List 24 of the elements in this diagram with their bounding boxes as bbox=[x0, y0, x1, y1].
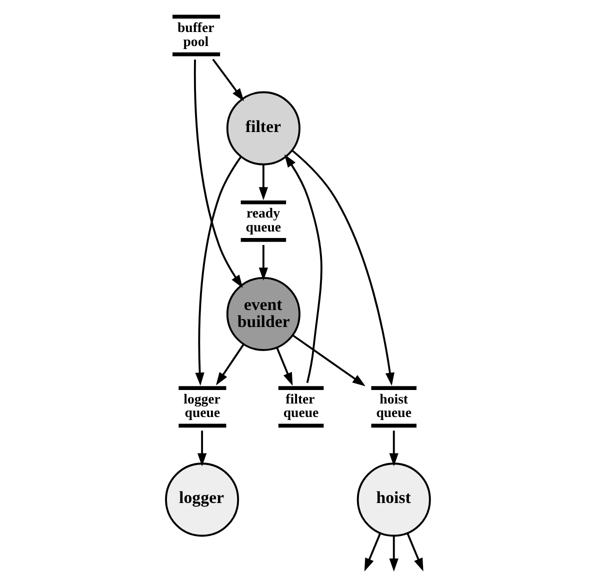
arrow bbox=[193, 60, 242, 288]
arrow bbox=[196, 430, 206, 466]
arrow bbox=[258, 164, 268, 200]
arrow bbox=[406, 532, 423, 572]
node-circle: filter bbox=[226, 91, 300, 166]
arrow bbox=[388, 536, 398, 572]
arrow bbox=[276, 347, 292, 386]
arrow bbox=[215, 344, 244, 386]
arrow bbox=[212, 58, 244, 102]
node-text: ready queue bbox=[245, 206, 281, 234]
arrow bbox=[258, 244, 268, 281]
node-text: filter queue bbox=[282, 391, 318, 420]
node-text: hoist queue bbox=[376, 391, 412, 420]
arrow bbox=[284, 154, 322, 384]
arrow bbox=[290, 150, 394, 386]
arrow bbox=[364, 532, 381, 572]
node-circle: hoist bbox=[356, 462, 430, 537]
node-circle: logger bbox=[164, 462, 239, 537]
arrow bbox=[194, 156, 242, 386]
node-text: buffer pool bbox=[176, 20, 214, 49]
node-circle: event builder bbox=[226, 276, 300, 352]
arrow bbox=[388, 430, 398, 466]
arrow bbox=[292, 334, 365, 386]
node-text: logger queue bbox=[183, 391, 220, 420]
